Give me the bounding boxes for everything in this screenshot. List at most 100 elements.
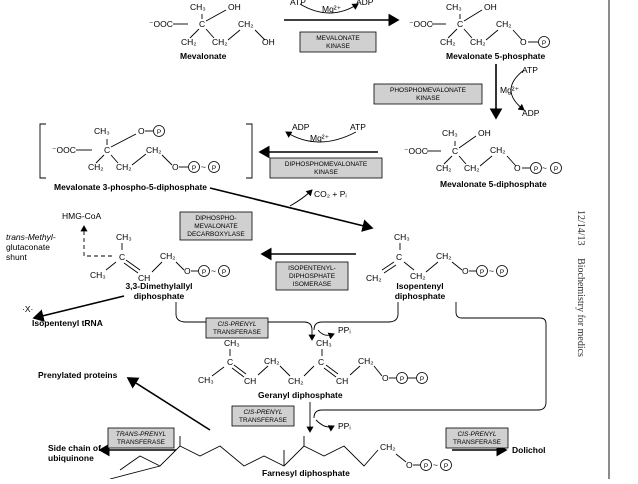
trna-branch: ·X· Isopentenyl tRNA bbox=[22, 295, 125, 328]
svg-text:O: O bbox=[520, 37, 527, 47]
fpp-condensation: CIS-PRENYL TRANSFERASE PPᵢ bbox=[231, 302, 547, 433]
svg-text:TRANS-PRENYL: TRANS-PRENYL bbox=[116, 431, 167, 438]
svg-text:CH: CH bbox=[336, 376, 348, 386]
svg-text:TRANSFERASE: TRANSFERASE bbox=[213, 329, 262, 336]
slide-date: 12/14/13 bbox=[575, 210, 586, 246]
svg-text:O: O bbox=[138, 126, 145, 136]
mevalonate-label: Mevalonate bbox=[180, 51, 227, 61]
fpp-label: Farnesyl diphosphate bbox=[262, 468, 350, 478]
mev-c: C bbox=[199, 19, 205, 29]
mevalonate-structure: ⁻OOC CH₃ C OH CH₂ CH₂ CH₂ OH Mevalonate bbox=[149, 2, 275, 61]
svg-text:CH₃: CH₃ bbox=[446, 2, 462, 12]
svg-text:C: C bbox=[318, 357, 324, 367]
svg-text:KINASE: KINASE bbox=[314, 169, 339, 176]
svg-text:CH₂: CH₂ bbox=[490, 145, 506, 155]
mev-ooc: ⁻OOC bbox=[149, 19, 173, 29]
svg-text:CH₂: CH₂ bbox=[116, 162, 132, 172]
svg-text:DIPHOSPHOMEVALONATE: DIPHOSPHOMEVALONATE bbox=[285, 161, 368, 168]
dpmk-atp: ATP bbox=[350, 122, 366, 132]
ipp-structure: CH₃ C CH₂ CH₂ CH₂ O P ~ P Isopentenyl di… bbox=[366, 232, 508, 301]
ipp-label-2: diphosphate bbox=[395, 291, 446, 301]
dpmk-box bbox=[269, 157, 383, 179]
dpmd-box bbox=[179, 211, 253, 241]
svg-text:C: C bbox=[119, 252, 125, 262]
isomerase-step: ISOPENTENYL- DIPHOSPHATE ISOMERASE bbox=[260, 247, 356, 291]
mev3p5pp-structure: ⁻OOC CH₃ C O P CH₂ CH₂ CH₂ O P ~ P Meval… bbox=[39, 123, 253, 192]
phosphomevalonate-kinase-step: ATP Mg²⁺ ADP PHOSPHOMEVALONATE KINASE bbox=[373, 64, 540, 120]
prenylated-label: Prenylated proteins bbox=[38, 370, 118, 380]
svg-text:CH₃: CH₃ bbox=[198, 375, 214, 385]
svg-text:P: P bbox=[444, 463, 448, 470]
dolichol-label: Dolichol bbox=[512, 445, 546, 455]
svg-text:CH₃: CH₃ bbox=[394, 232, 410, 242]
svg-text:⁻OOC: ⁻OOC bbox=[404, 146, 428, 156]
mev5p-p bbox=[538, 36, 550, 48]
svg-text:CIS-PRENYL: CIS-PRENYL bbox=[243, 409, 282, 416]
gpp-structure: CH₃ C CH₃ CH CH₂ CH₂ CH₃ C CH CH₂ O P P … bbox=[198, 338, 428, 400]
decarboxylase-step: CO₂ + Pᵢ DIPHOSPHO- MEVALONATE DECARBOXY… bbox=[179, 187, 374, 241]
svg-text:KINASE: KINASE bbox=[416, 95, 441, 102]
pmk-box bbox=[373, 83, 483, 105]
mev-oh2: OH bbox=[262, 37, 275, 47]
svg-text:C: C bbox=[396, 252, 402, 262]
svg-text:CH₂: CH₂ bbox=[146, 145, 162, 155]
dmapp-label-2: diphosphate bbox=[134, 291, 185, 301]
svg-text:P: P bbox=[500, 269, 504, 276]
dpmk-mg: Mg²⁺ bbox=[310, 133, 330, 143]
diphosphomevalonate-kinase-step: ATP Mg²⁺ ADP DIPHOSPHOMEVALONATE KINASE bbox=[258, 122, 383, 179]
svg-text:P: P bbox=[400, 376, 404, 383]
cis1-box bbox=[205, 317, 269, 339]
trna-mark: ·X· bbox=[22, 304, 33, 314]
mev5p-label: Mevalonate 5-phosphate bbox=[446, 51, 545, 61]
shunt-l2: glutaconate bbox=[6, 242, 50, 252]
svg-text:P: P bbox=[192, 165, 196, 172]
svg-text:CH₃: CH₃ bbox=[316, 338, 332, 348]
svg-text:~: ~ bbox=[211, 266, 216, 276]
svg-text:~: ~ bbox=[542, 163, 547, 173]
svg-text:ISOPENTENYL-: ISOPENTENYL- bbox=[288, 265, 336, 272]
svg-text:CH₃: CH₃ bbox=[442, 128, 458, 138]
svg-text:MEVALONATE: MEVALONATE bbox=[194, 223, 238, 230]
ipi-box bbox=[275, 261, 349, 291]
svg-text:TRANSFERASE: TRANSFERASE bbox=[239, 417, 288, 424]
mev-oh: OH bbox=[228, 2, 241, 12]
dpmd-co2: CO₂ + Pᵢ bbox=[314, 189, 347, 199]
svg-text:P: P bbox=[542, 40, 546, 47]
svg-text:C: C bbox=[227, 357, 233, 367]
dpmk-adp: ADP bbox=[292, 122, 310, 132]
svg-text:~: ~ bbox=[201, 162, 206, 172]
fpp-structure: CH₂ O P ~ P Farnesyl diphosphate bbox=[119, 436, 452, 478]
ubiquinone-branch: TRANS-PRENYL TRANSFERASE Side chain of u… bbox=[48, 427, 176, 480]
mvk-box bbox=[299, 31, 377, 53]
trna-label: Isopentenyl tRNA bbox=[32, 318, 103, 328]
dmapp-structure: CH₃ C CH₃ CH CH₂ O P ~ P 3,3-Dimethylall… bbox=[90, 232, 230, 301]
svg-text:O: O bbox=[462, 266, 469, 276]
svg-text:P: P bbox=[420, 376, 424, 383]
svg-text:CH₂: CH₂ bbox=[88, 162, 104, 172]
pmk-atp: ATP bbox=[522, 65, 538, 75]
svg-text:CH₂: CH₂ bbox=[288, 376, 304, 386]
svg-text:⁻OOC: ⁻OOC bbox=[52, 145, 76, 155]
svg-text:OH: OH bbox=[478, 128, 491, 138]
shunt-l3: shunt bbox=[6, 252, 27, 262]
svg-text:CH₃: CH₃ bbox=[90, 270, 106, 280]
mev5p-structure: ⁻OOC CH₃ C OH CH₂ CH₂ CH₂ O P Mevalonate… bbox=[409, 2, 550, 61]
ipp-label-1: Isopentenyl bbox=[396, 281, 443, 291]
cis2-box bbox=[231, 405, 295, 427]
cis3-box bbox=[445, 427, 509, 449]
svg-text:P: P bbox=[534, 166, 538, 173]
svg-text:CH: CH bbox=[138, 273, 150, 283]
svg-text:P: P bbox=[424, 463, 428, 470]
slide-sidebar bbox=[608, 0, 638, 479]
mvk-mg: Mg²⁺ bbox=[322, 4, 342, 14]
svg-text:CH₃: CH₃ bbox=[224, 338, 240, 348]
pmk-mg: Mg²⁺ bbox=[500, 85, 520, 95]
svg-text:~: ~ bbox=[489, 266, 494, 276]
svg-text:DIPHOSPHO-: DIPHOSPHO- bbox=[195, 215, 236, 222]
mev3p5pp-label: Mevalonate 3-phospho-5-diphosphate bbox=[54, 182, 207, 192]
mev-ch3: CH₃ bbox=[190, 2, 206, 12]
svg-text:CH₂: CH₂ bbox=[160, 251, 176, 261]
svg-text:O: O bbox=[172, 162, 179, 172]
